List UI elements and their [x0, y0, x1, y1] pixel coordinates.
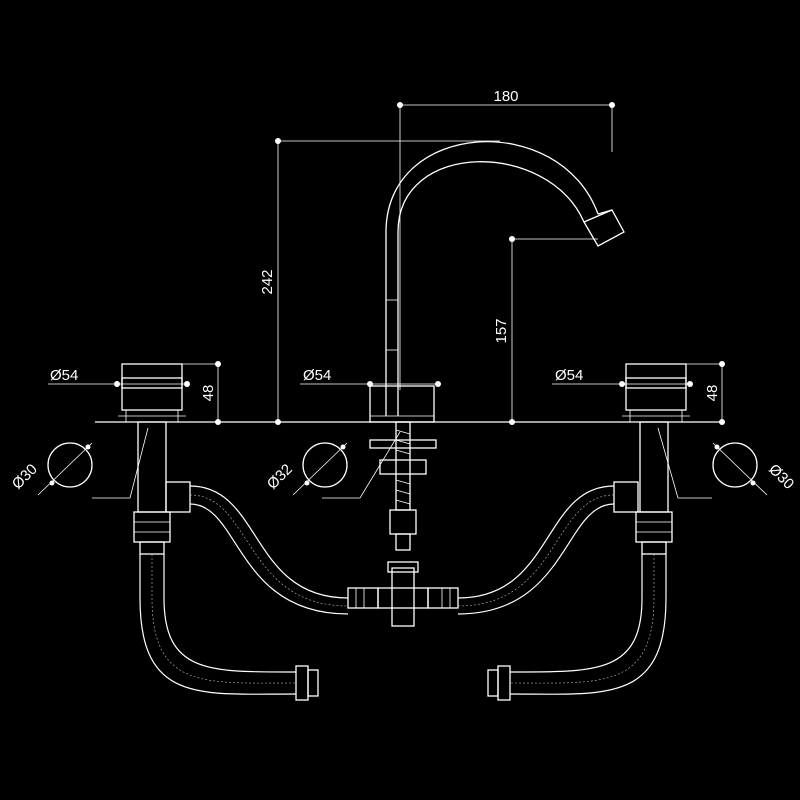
dim-label-left-handle-diameter: Ø54 [50, 367, 78, 384]
dimension-242: 242 [259, 138, 500, 425]
dim-label-right-handle-diameter: Ø54 [555, 367, 583, 384]
spout-base [369, 385, 435, 423]
dim-label-left-handle-height: 48 [200, 385, 217, 402]
dim-label-right-hole-diameter: Ø30 [765, 461, 797, 493]
right-handle [622, 363, 690, 422]
dimension-157: 157 [493, 236, 598, 425]
t-connector [347, 561, 459, 627]
left-valve-body [133, 421, 191, 555]
left-handle [118, 363, 186, 422]
hose-right-upper [457, 485, 615, 615]
hose-right-lower [487, 554, 667, 701]
dim-label-spout-reach: 180 [493, 88, 518, 105]
dim-label-left-hole-diameter: Ø30 [9, 461, 41, 493]
dim-label-center-hole-diameter: Ø32 [264, 461, 296, 493]
dim-label-right-handle-height: 48 [704, 385, 721, 402]
hole-left: Ø30 [9, 427, 149, 499]
dimension-180: 180 [397, 88, 615, 390]
hose-left-lower [139, 554, 319, 701]
center-shank [369, 421, 437, 551]
hose-left-upper [189, 485, 349, 615]
dimension-right-handle: Ø54 48 [552, 361, 725, 425]
spout [385, 141, 625, 416]
dimension-left-handle: Ø54 48 [48, 361, 221, 425]
dimension-spout-base: Ø54 [300, 367, 441, 387]
dim-label-total-height: 242 [259, 269, 276, 294]
hole-right: Ø30 [657, 427, 797, 499]
dim-label-spout-base-diameter: Ø54 [303, 367, 331, 384]
right-valve-body [613, 421, 673, 555]
dim-label-outlet-height: 157 [493, 318, 510, 343]
